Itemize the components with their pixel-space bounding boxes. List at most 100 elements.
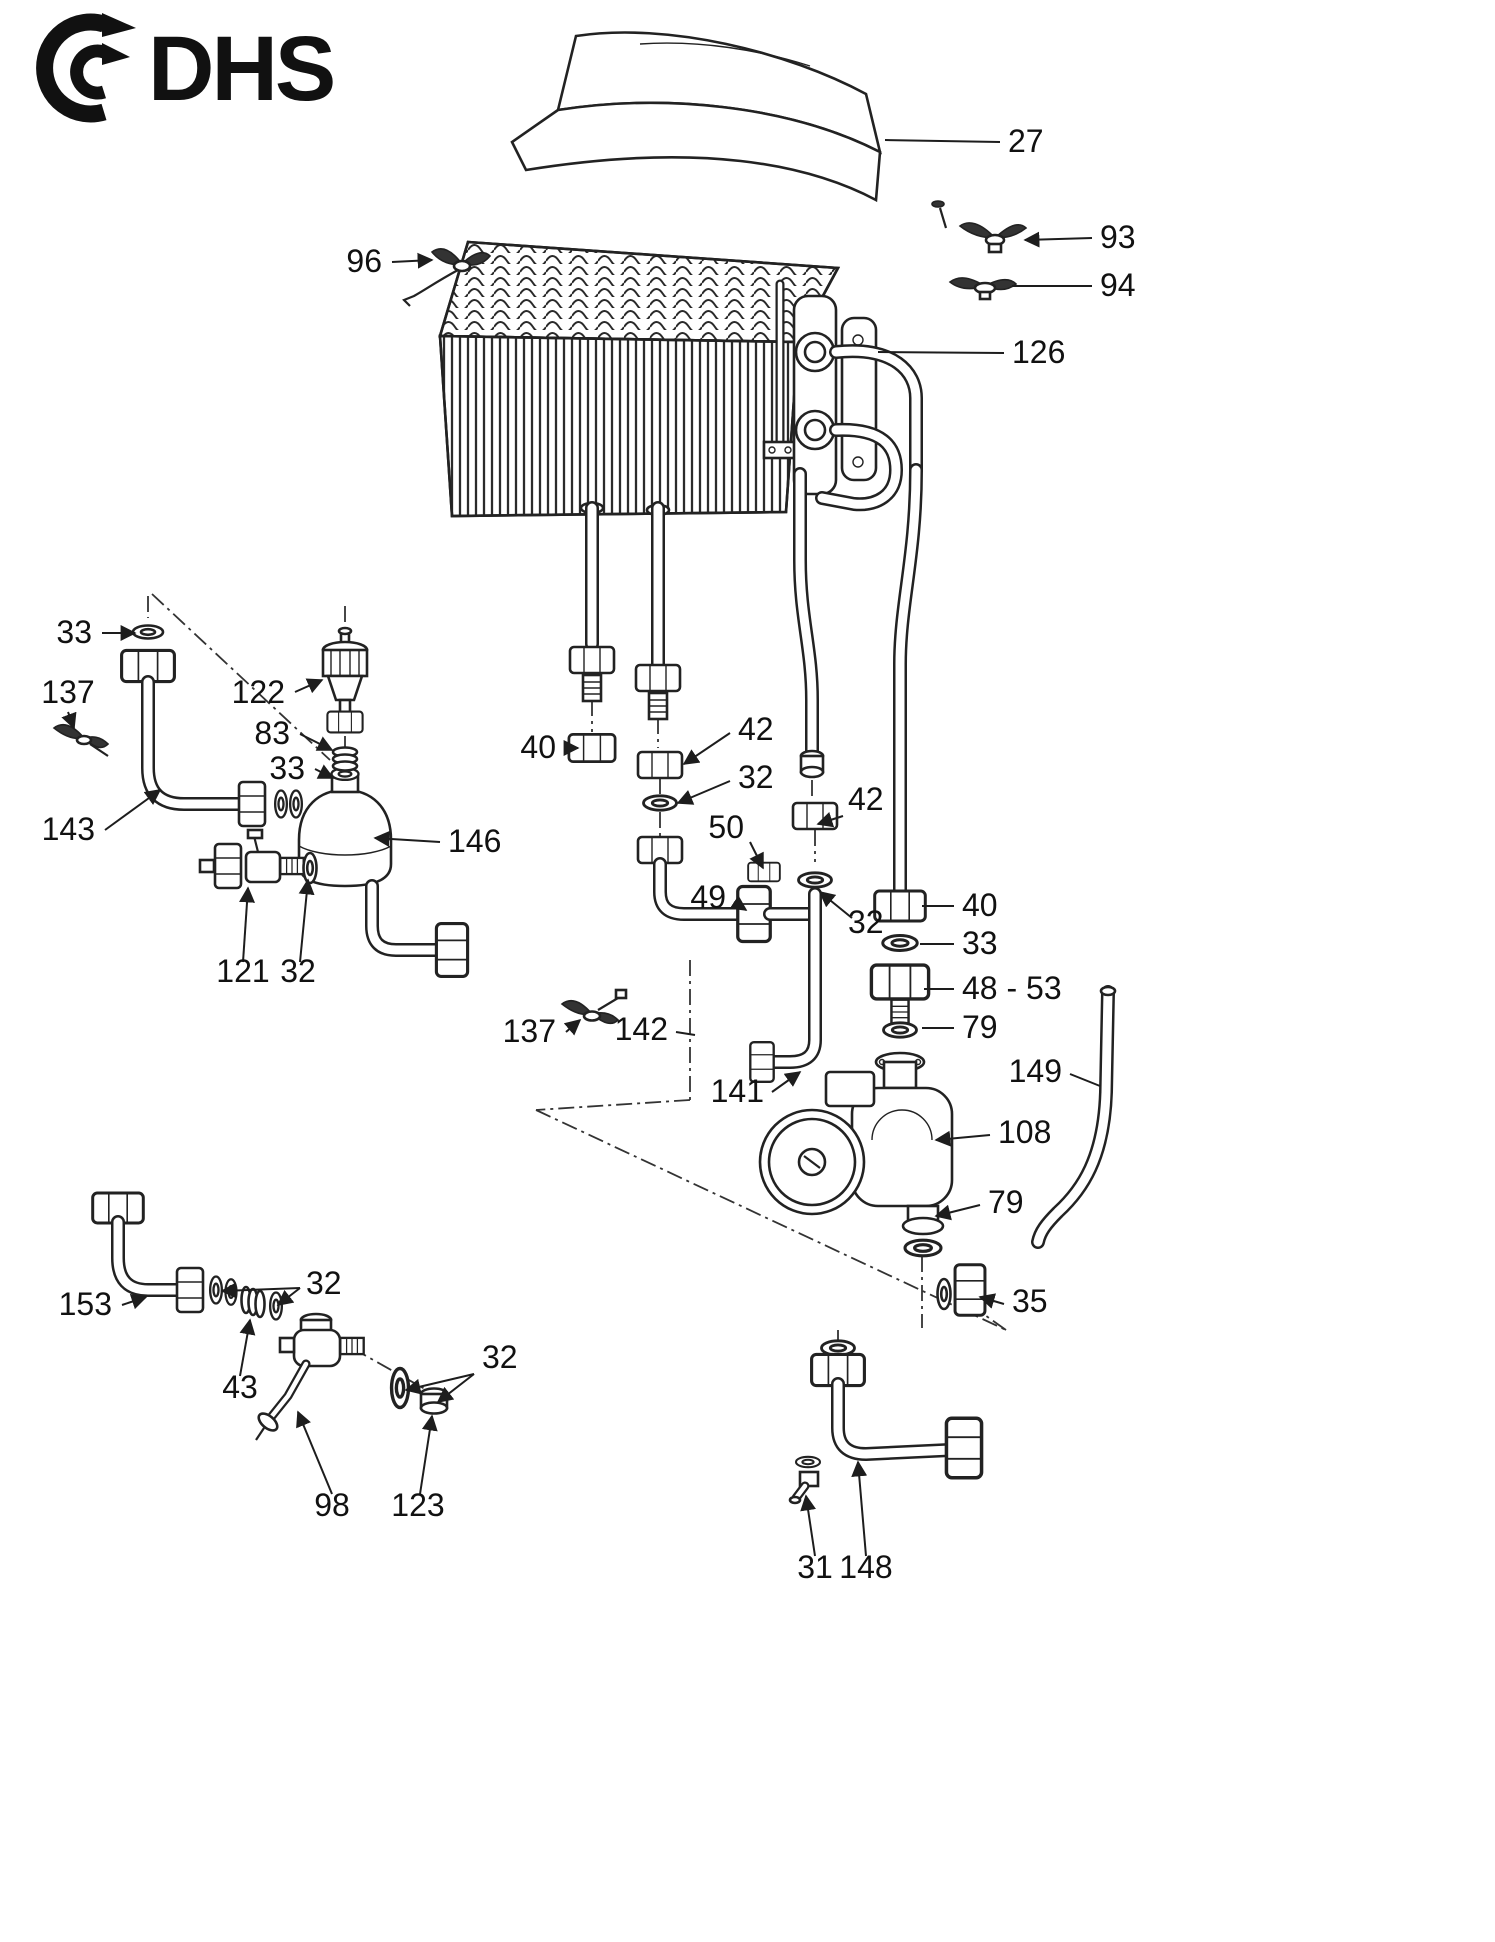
part-number-label: 94 xyxy=(1100,267,1136,303)
part-number-label: 93 xyxy=(1100,219,1136,255)
leader-line xyxy=(239,886,256,963)
sensor-137-middle xyxy=(560,988,628,1025)
nut-35 xyxy=(936,1263,987,1317)
washer-33-top xyxy=(131,624,165,640)
part-number-label: 43 xyxy=(222,1369,258,1405)
pump-terminal-box xyxy=(824,1070,876,1108)
right-drop-pipes xyxy=(747,470,931,1083)
leader-line xyxy=(800,1494,817,1557)
leader-line xyxy=(682,732,731,765)
leader-line xyxy=(299,733,334,751)
electrode-96 xyxy=(402,248,492,307)
part-number-label: 83 xyxy=(254,715,290,751)
washer-33-right xyxy=(881,934,919,952)
part-number-label: 31 xyxy=(797,1549,833,1585)
leader-line xyxy=(298,878,315,963)
part-number-label: 123 xyxy=(391,1487,444,1523)
leader-line xyxy=(296,1410,333,1495)
leader-line xyxy=(851,1460,868,1557)
leader-line xyxy=(391,252,434,269)
part-number-label: 121 xyxy=(216,953,269,989)
pump-outlet-flange xyxy=(901,1216,945,1236)
logo-mark-outer-arrow xyxy=(102,13,136,37)
washer-79-upper xyxy=(882,1021,918,1039)
leader-line xyxy=(676,780,731,805)
part-number-label: 79 xyxy=(962,1009,998,1045)
auto-air-vent-122 xyxy=(321,626,369,734)
burner-hood xyxy=(510,31,882,203)
part-number-label: 40 xyxy=(962,887,998,923)
part-number-label: 32 xyxy=(280,953,316,989)
part-number-label: 96 xyxy=(346,243,382,279)
part-number-label: 27 xyxy=(1008,123,1044,159)
washer-32-b xyxy=(797,871,833,889)
spigot-31 xyxy=(788,1455,822,1505)
pipe-149 xyxy=(1038,987,1117,1242)
bottom-right-assembly xyxy=(788,1263,987,1505)
leader-line xyxy=(61,711,77,730)
leader-line xyxy=(294,678,324,694)
part-number-label: 50 xyxy=(708,809,744,845)
part-number-label: 32 xyxy=(482,1339,518,1375)
leader-line xyxy=(404,1373,475,1395)
leader-line xyxy=(729,895,748,911)
part-number-label: 32 xyxy=(738,759,774,795)
leader-line xyxy=(239,1318,256,1377)
part-number-label: 42 xyxy=(738,711,774,747)
leader-line xyxy=(934,1130,991,1147)
filter-spring-43 xyxy=(240,1285,266,1319)
washer-32 xyxy=(642,794,678,812)
part-number-label: 108 xyxy=(998,1114,1051,1150)
part-number-label: 33 xyxy=(269,750,305,786)
leader-line xyxy=(373,830,441,847)
leader-line xyxy=(675,1031,696,1036)
part-number-label: 126 xyxy=(1012,334,1065,370)
leader-line xyxy=(1023,231,1093,248)
part-number-label: 122 xyxy=(232,674,285,710)
part-number-label: 153 xyxy=(59,1286,112,1322)
pump-108 xyxy=(758,1051,954,1258)
leader-line xyxy=(749,841,764,870)
part-number-label: 48 - 53 xyxy=(962,970,1062,1006)
leader-line xyxy=(771,1071,802,1093)
air-separator-assembly xyxy=(52,624,470,978)
leader-line xyxy=(436,1373,475,1403)
heat-exchanger xyxy=(438,240,841,518)
part-number-label: 42 xyxy=(848,781,884,817)
leader-line xyxy=(877,351,1005,354)
washer-79-lower xyxy=(903,1238,943,1258)
valve-core-83 xyxy=(331,746,359,772)
part-number-label: 143 xyxy=(42,811,95,847)
logo-mark-inner-arrow xyxy=(102,43,130,65)
part-number-label: 49 xyxy=(690,879,726,915)
part-number-label: 141 xyxy=(711,1073,764,1109)
part-number-label: 40 xyxy=(520,729,556,765)
part-number-label: 33 xyxy=(56,614,92,650)
part-number-label: 32 xyxy=(848,904,884,940)
leader-line xyxy=(884,139,1001,143)
leader-line xyxy=(934,1204,981,1221)
washer-123-ring xyxy=(389,1366,411,1410)
leader-line xyxy=(419,1414,438,1495)
part-number-label: 98 xyxy=(314,1487,350,1523)
part-number-label: 79 xyxy=(988,1184,1024,1220)
washer-32-valve xyxy=(302,851,318,885)
valve-98 xyxy=(255,1312,365,1441)
dhs-logo: DHS xyxy=(36,13,336,123)
part-number-label: 148 xyxy=(839,1549,892,1585)
union-48-53 xyxy=(869,963,931,1001)
return-drop-pipe xyxy=(634,508,812,944)
part-number-label: 149 xyxy=(1009,1053,1062,1089)
part-number-label: 137 xyxy=(41,674,94,710)
leader-line xyxy=(121,1293,148,1310)
leader-line xyxy=(314,764,335,779)
grommet-123 xyxy=(419,1387,449,1415)
part-number-label: 35 xyxy=(1012,1283,1048,1319)
logo-mark-outer-arc xyxy=(36,13,107,123)
nut-148-end xyxy=(944,1416,984,1480)
valve-121 xyxy=(198,828,318,890)
leader-line xyxy=(563,1018,582,1036)
sensor-137-left xyxy=(52,724,110,757)
